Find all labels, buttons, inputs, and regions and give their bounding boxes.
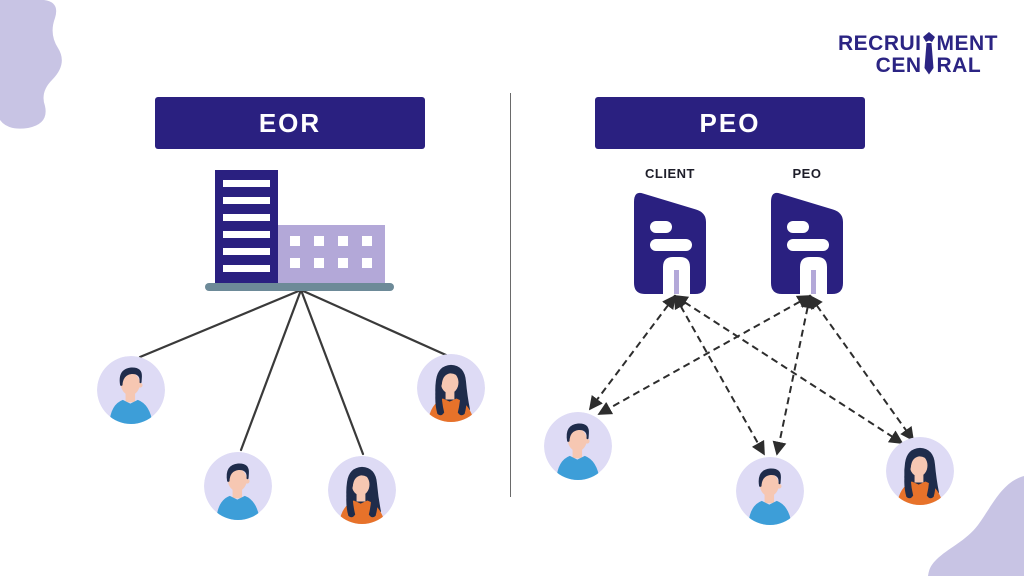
corner-blob-top-left	[0, 0, 62, 129]
logo-text-line2-left: CEN	[875, 54, 922, 77]
peo-building	[771, 192, 843, 294]
eor-header-label: EOR	[258, 107, 322, 138]
worker-avatar-male	[544, 412, 612, 480]
tie-icon	[922, 32, 935, 75]
peo-header-label: PEO	[699, 107, 761, 138]
eor-solid-connections	[138, 288, 448, 456]
worker-avatar-male	[204, 452, 272, 520]
eor-header-banner: EOR	[155, 97, 425, 149]
logo-text-line2-right: RAL	[936, 54, 982, 77]
recruitment-central-logo: RECRUI MENT CEN RAL	[837, 32, 998, 77]
worker-avatar-female	[886, 437, 954, 505]
worker-avatar-male	[97, 356, 165, 424]
logo-tie-column	[922, 32, 937, 77]
peo-header-banner: PEO	[595, 97, 865, 149]
logo-text-line1-right: MENT	[936, 32, 998, 55]
section-divider-line	[510, 93, 511, 497]
peo-building-label: PEO	[792, 166, 822, 181]
peo-dashed-connections	[588, 294, 915, 456]
worker-avatar-male	[736, 457, 804, 525]
worker-avatar-female	[328, 456, 396, 524]
client-building-label: CLIENT	[645, 166, 695, 181]
logo-text-line1-left: RECRUI	[837, 32, 922, 55]
eor-company-building	[205, 170, 394, 291]
worker-avatar-female	[417, 354, 485, 422]
client-building	[634, 192, 706, 294]
